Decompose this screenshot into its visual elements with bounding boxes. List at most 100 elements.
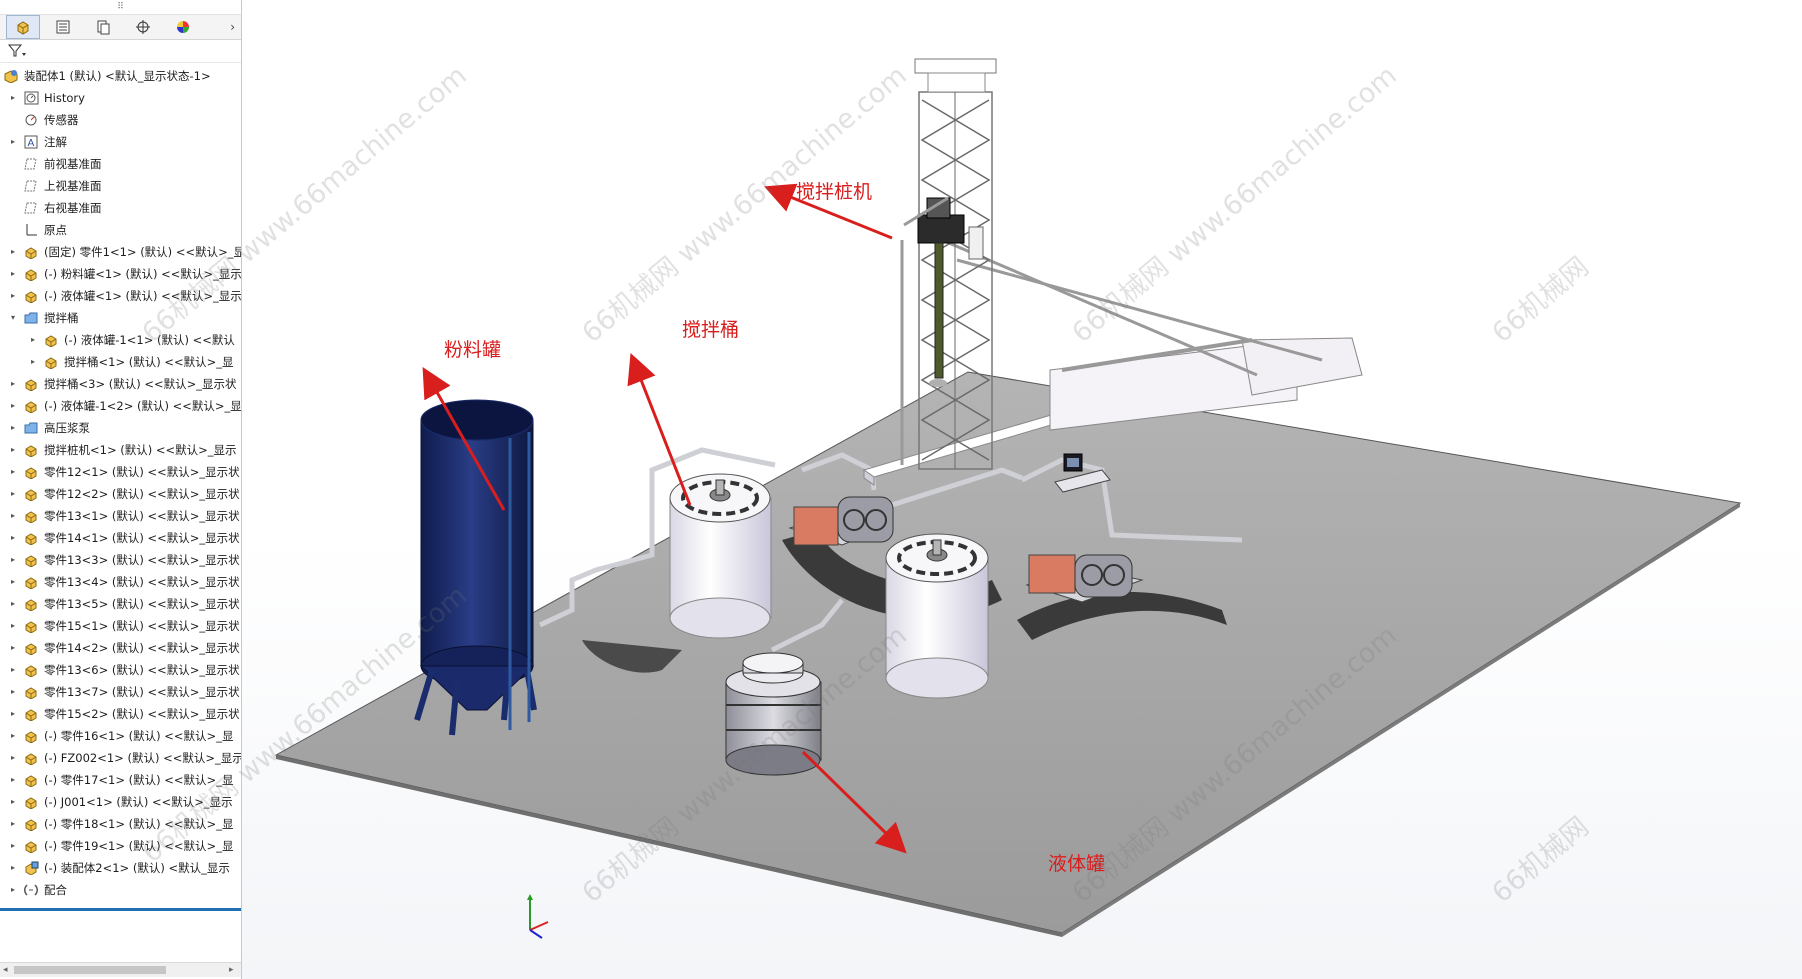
mixing-bucket-right[interactable] (885, 533, 989, 699)
expand-arrow-icon[interactable]: ▸ (10, 269, 15, 278)
tree-item[interactable]: ▸(-) 零件16<1> (默认) <<默认>_显 (0, 725, 241, 747)
mixing-bucket-left[interactable] (669, 473, 772, 639)
tree-item[interactable]: 右视基准面 (0, 197, 241, 219)
expand-arrow-icon[interactable]: ▸ (10, 731, 15, 740)
tree-item-label: (-) 零件18<1> (默认) <<默认>_显 (44, 817, 234, 831)
scroll-left-icon[interactable]: ◂ (3, 965, 8, 975)
graphics-area[interactable]: 搅拌桩机 粉料罐 搅拌桶 液体罐 66机械网 www.66machine.com… (136, 0, 1802, 979)
tree-item[interactable]: ▸搅拌桶<1> (默认) <<默认>_显 (0, 351, 241, 373)
expand-arrow-icon[interactable]: ▸ (10, 489, 15, 498)
scroll-right-icon[interactable]: ▸ (229, 965, 234, 975)
tree-item[interactable]: ▸零件13<4> (默认) <<默认>_显示状 (0, 571, 241, 593)
tree-item[interactable]: 上视基准面 (0, 175, 241, 197)
expand-arrow-icon[interactable]: ▸ (10, 533, 15, 542)
tree-item[interactable]: ▸ 高压浆泵 (0, 417, 241, 439)
tree-item-label: 右视基准面 (44, 201, 102, 215)
expand-arrow-icon[interactable]: ▸ (10, 137, 15, 146)
tree-item[interactable]: 前视基准面 (0, 153, 241, 175)
tree-item-label: (-) 液体罐<1> (默认) <<默认>_显示 (44, 289, 241, 303)
expand-arrow-icon[interactable]: ▸ (10, 511, 15, 520)
tree-item[interactable]: ▸零件13<7> (默认) <<默认>_显示状 (0, 681, 241, 703)
horizontal-scrollbar[interactable]: ◂ ▸ (0, 962, 241, 977)
tree-item[interactable]: 原点 (0, 219, 241, 241)
expand-arrow-icon[interactable]: ▸ (30, 357, 35, 366)
tree-item[interactable]: ▸零件15<1> (默认) <<默认>_显示状 (0, 615, 241, 637)
expand-arrow-icon[interactable]: ▸ (10, 665, 15, 674)
expand-arrow-icon[interactable]: ▸ (10, 797, 15, 806)
tree-item[interactable]: ▸(固定) 零件1<1> (默认) <<默认>_显 (0, 241, 241, 263)
expand-arrow-icon[interactable]: ▸ (10, 643, 15, 652)
expand-arrow-icon[interactable]: ▸ (10, 379, 15, 388)
tree-item[interactable]: ▸零件12<1> (默认) <<默认>_显示状 (0, 461, 241, 483)
tabs-more-button[interactable]: › (230, 20, 235, 34)
tree-item[interactable]: ▸零件15<2> (默认) <<默认>_显示状 (0, 703, 241, 725)
expand-arrow-icon[interactable]: ▸ (10, 93, 15, 102)
expand-arrow-icon[interactable]: ▸ (10, 401, 15, 410)
expand-arrow-icon[interactable]: ▸ (10, 841, 15, 850)
expand-arrow-icon[interactable]: ▸ (10, 819, 15, 828)
tree-item[interactable]: ▸ (-) 液体罐<1> (默认) <<默认>_显示 (0, 285, 241, 307)
expand-arrow-icon[interactable]: ▸ (30, 335, 35, 344)
tree-item[interactable]: ▸ (-) 液体罐-1<2> (默认) <<默认>_显 (0, 395, 241, 417)
expand-arrow-icon[interactable]: ▸ (10, 753, 15, 762)
expand-arrow-icon[interactable]: ▸ (10, 885, 15, 894)
expand-arrow-icon[interactable]: ▸ (10, 621, 15, 630)
tree-item[interactable]: ▸零件13<5> (默认) <<默认>_显示状 (0, 593, 241, 615)
tree-item[interactable]: ▸(-) 零件17<1> (默认) <<默认>_显 (0, 769, 241, 791)
control-box[interactable] (1054, 453, 1111, 493)
tab-display-manager[interactable] (166, 15, 200, 39)
tree-item[interactable]: ▸配合 (0, 879, 241, 901)
scrollbar-thumb[interactable] (14, 966, 166, 974)
tree-item[interactable]: 传感器 (0, 109, 241, 131)
tree-item[interactable]: ▸搅拌桶<3> (默认) <<默认>_显示状 (0, 373, 241, 395)
expand-arrow-icon[interactable]: ▸ (10, 291, 15, 300)
tree-item[interactable]: ▸History (0, 87, 241, 109)
high-pressure-pump-left[interactable] (788, 496, 894, 546)
tree-item[interactable]: ▸(-) 粉料罐<1> (默认) <<默认>_显示 (0, 263, 241, 285)
tree-item[interactable]: ▸(-) J001<1> (默认) <<默认>_显示 (0, 791, 241, 813)
tree-item[interactable]: ▸零件13<3> (默认) <<默认>_显示状 (0, 549, 241, 571)
filter-icon[interactable] (8, 44, 26, 58)
tree-item[interactable]: ▸(-) 零件19<1> (默认) <<默认>_显 (0, 835, 241, 857)
expand-arrow-icon[interactable]: ▸ (10, 709, 15, 718)
expand-arrow-icon[interactable]: ▸ (10, 599, 15, 608)
tab-property-manager[interactable] (46, 15, 80, 39)
expand-arrow-icon[interactable]: ▸ (10, 577, 15, 586)
tree-item[interactable]: ▸零件12<2> (默认) <<默认>_显示状 (0, 483, 241, 505)
expand-arrow-icon[interactable]: ▸ (10, 423, 15, 432)
tree-item[interactable]: ▸ (-) 零件18<1> (默认) <<默认>_显 (0, 813, 241, 835)
collapse-arrow-icon[interactable]: ▾ (10, 313, 15, 322)
tree-item-label: 高压浆泵 (44, 421, 90, 435)
high-pressure-pump-right[interactable] (1025, 554, 1144, 603)
tree-item[interactable]: ▸(-) 液体罐-1<1> (默认) <<默认 (0, 329, 241, 351)
expand-arrow-icon[interactable]: ▸ (10, 445, 15, 454)
mixer-pile-machine[interactable] (862, 58, 1363, 486)
expand-arrow-icon[interactable]: ▸ (10, 775, 15, 784)
powder-tank[interactable] (414, 399, 537, 736)
tree-item[interactable]: ▸零件13<1> (默认) <<默认>_显示状 (0, 505, 241, 527)
tab-configuration-manager[interactable] (86, 15, 120, 39)
concrete-floor-slab[interactable] (274, 371, 1742, 937)
tree-item[interactable]: ▸零件14<2> (默认) <<默认>_显示状 (0, 637, 241, 659)
part-icon (25, 577, 37, 589)
tree-item[interactable]: 装配体1 (默认) <默认_显示状态-1> (0, 65, 241, 87)
expand-arrow-icon[interactable]: ▸ (10, 687, 15, 696)
tree-item-label: (-) 液体罐-1<2> (默认) <<默认>_显 (44, 399, 241, 413)
tab-feature-manager[interactable] (6, 15, 40, 39)
tree-item[interactable]: ▸零件13<6> (默认) <<默认>_显示状 (0, 659, 241, 681)
expand-arrow-icon[interactable]: ▸ (10, 247, 15, 256)
tree-item[interactable]: ▸零件14<1> (默认) <<默认>_显示状 (0, 527, 241, 549)
tree-item[interactable]: ▸(-) 装配体2<1> (默认) <默认_显示 (0, 857, 241, 879)
assembly-model-view[interactable] (242, 0, 1802, 979)
expand-arrow-icon[interactable]: ▸ (10, 467, 15, 476)
tree-item[interactable]: ▾搅拌桶 (0, 307, 241, 329)
expand-arrow-icon[interactable]: ▸ (10, 863, 15, 872)
tree-item[interactable]: ▸搅拌桩机<1> (默认) <<默认>_显示 (0, 439, 241, 461)
tree-item[interactable]: ▸(-) FZ002<1> (默认) <<默认>_显示 (0, 747, 241, 769)
tree-filter[interactable] (0, 40, 241, 63)
tab-dimxpert[interactable] (126, 15, 160, 39)
liquid-tank[interactable] (725, 652, 822, 776)
panel-grip[interactable]: ⠿ (0, 0, 241, 15)
expand-arrow-icon[interactable]: ▸ (10, 555, 15, 564)
